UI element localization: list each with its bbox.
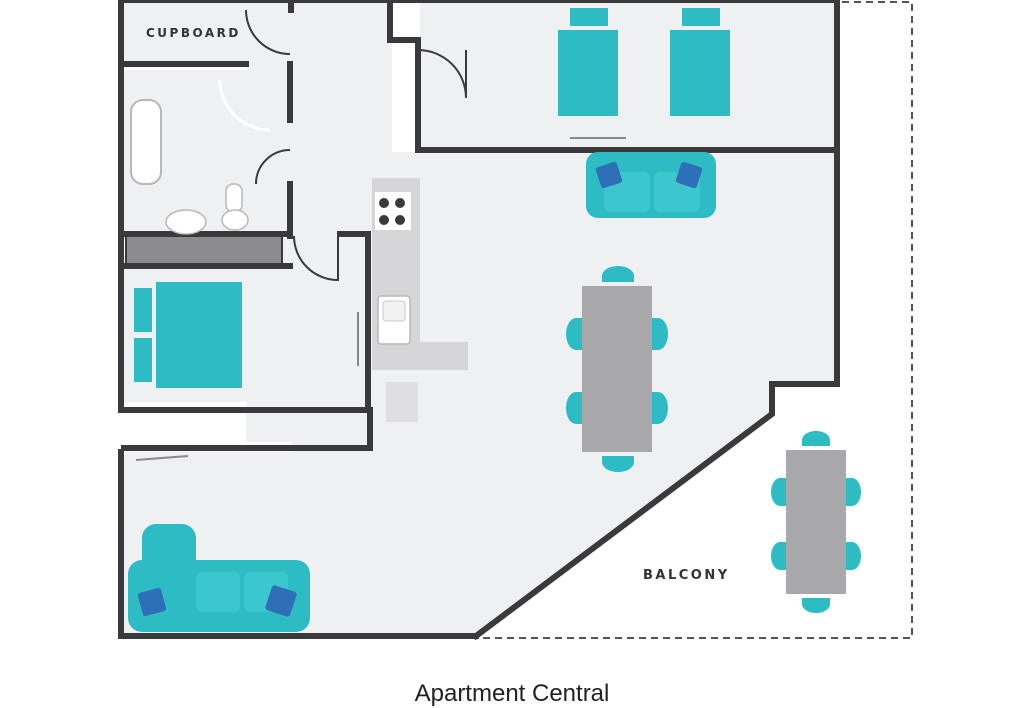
door-swing-icon [218,79,271,132]
plan-caption: Apartment Central [414,680,610,707]
cupboard-label: CUPBOARD [146,26,241,40]
window-icon [135,455,189,461]
sink-icon [377,295,411,345]
wall-diagonal [471,0,840,641]
kitchen [372,178,468,422]
sofa-icon [586,152,716,218]
chair-icon [771,478,786,506]
chair-icon [566,318,582,350]
balcony-label: BALCONY [643,568,730,583]
wall-outer-left [118,0,369,413]
sink-icon [165,209,207,235]
floor-areas [124,2,834,634]
wall-outer-left-lower [118,449,479,639]
dining-table-icon [771,431,861,613]
bed-icon [558,8,618,116]
bathroom-fixtures [130,99,249,235]
stove-icon [375,192,411,230]
wardrobe [125,235,283,265]
toilet-icon [221,183,249,231]
kitchen-stool [386,382,418,422]
chair-icon [846,542,861,570]
door-swing-icon [255,149,291,185]
chair-icon [802,431,830,446]
chair-icon [846,478,861,506]
door-swing-icon [417,49,467,99]
floor-cupboard [124,2,246,64]
balcony-outline [478,1,913,639]
floor-corridor [292,152,372,452]
floor-living [124,152,834,634]
doors [218,9,467,282]
chair-icon [602,456,634,472]
door-swing-icon [245,9,291,55]
chair-icon [566,392,582,424]
door-swing-icon [293,235,339,282]
sofa-icon [128,524,310,632]
bed-icon [134,282,242,388]
kitchen-counter-return [372,342,468,370]
bed-icon [670,8,730,116]
chair-icon [802,598,830,613]
wall-bedroom-right [337,231,371,411]
wall-twin-left [387,0,421,153]
chair-icon [652,392,668,424]
bathtub-icon [130,99,162,185]
floor-bedroom-twin [420,2,834,148]
windows [135,137,626,461]
twin-beds [558,8,730,116]
dining-table-icon [566,266,668,472]
walls [118,0,840,641]
chair-icon [602,266,634,282]
chair-icon [771,542,786,570]
wall-lower-top [121,407,373,451]
chair-icon [652,318,668,350]
